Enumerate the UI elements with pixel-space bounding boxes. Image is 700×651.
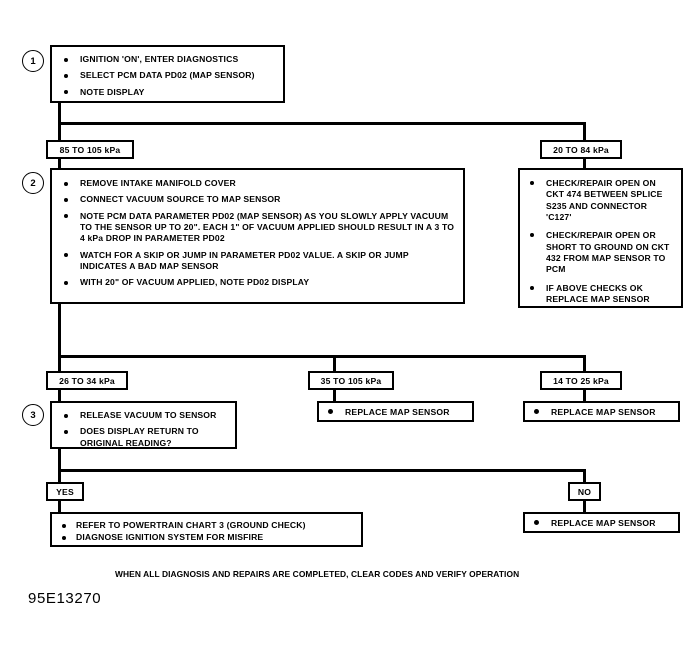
branch-tag-yes: YES — [46, 482, 84, 501]
step-number-2: 2 — [22, 172, 44, 194]
circuit-check-box: CHECK/REPAIR OPEN ON CKT 474 BETWEEN SPL… — [518, 168, 683, 308]
connector-level2-left-drop — [58, 355, 61, 372]
branch-tag-label: NO — [577, 486, 592, 497]
step-2-bullet: REMOVE INTAKE MANIFOLD COVER — [58, 178, 455, 189]
yes-outcome-box: REFER TO POWERTRAIN CHART 3 (GROUND CHEC… — [50, 512, 363, 547]
replace-map-sensor-label: REPLACE MAP SENSOR — [525, 518, 656, 528]
connector-to-step2 — [58, 157, 61, 171]
connector-to-yes-outcome — [58, 499, 61, 513]
document-id: 95E13270 — [28, 590, 102, 607]
step-1-bullet: NOTE DISPLAY — [58, 87, 277, 98]
branch-tag-label: 14 TO 25 kPa — [553, 375, 609, 386]
step-2-box: REMOVE INTAKE MANIFOLD COVER CONNECT VAC… — [50, 168, 465, 304]
branch-tag-label: YES — [56, 486, 74, 497]
connector-yes-drop — [58, 469, 61, 483]
replace-map-sensor-label: REPLACE MAP SENSOR — [525, 407, 656, 417]
step-number-1-label: 1 — [30, 55, 36, 67]
branch-tag-85-to-105-kpa: 85 TO 105 kPa — [46, 140, 134, 159]
branch-tag-35-to-105-kpa: 35 TO 105 kPa — [308, 371, 394, 390]
connector-level2-middle-drop — [333, 355, 336, 372]
step-1-box: IGNITION 'ON', ENTER DIAGNOSTICS SELECT … — [50, 45, 285, 103]
step-1-bullet: SELECT PCM DATA PD02 (MAP SENSOR) — [58, 70, 277, 81]
connector-step2-down — [58, 304, 61, 358]
replace-map-sensor-no-box: REPLACE MAP SENSOR — [523, 512, 680, 533]
branch-tag-26-to-34-kpa: 26 TO 34 kPa — [46, 371, 128, 390]
step-number-2-label: 2 — [30, 177, 36, 189]
step-2-bullet: WITH 20" OF VACUUM APPLIED, NOTE PD02 DI… — [58, 277, 455, 288]
replace-map-sensor-middle-box: REPLACE MAP SENSOR — [317, 401, 474, 422]
step-2-bullet: WATCH FOR A SKIP OR JUMP IN PARAMETER PD… — [58, 250, 455, 273]
circuit-check-bullet: IF ABOVE CHECKS OK REPLACE MAP SENSOR — [524, 283, 675, 306]
branch-tag-label: 85 TO 105 kPa — [59, 144, 121, 155]
step-1-bullet: IGNITION 'ON', ENTER DIAGNOSTICS — [58, 54, 277, 65]
connector-level1-left-drop — [58, 122, 61, 141]
branch-tag-14-to-25-kpa: 14 TO 25 kPa — [540, 371, 622, 390]
connector-level1-bus — [58, 122, 586, 125]
step-2-bullet-list: REMOVE INTAKE MANIFOLD COVER CONNECT VAC… — [58, 178, 455, 289]
connector-no-drop — [583, 469, 586, 483]
footer-note: WHEN ALL DIAGNOSIS AND REPAIRS ARE COMPL… — [115, 569, 520, 579]
circuit-check-bullet: CHECK/REPAIR OPEN OR SHORT TO GROUND ON … — [524, 230, 675, 275]
connector-to-circuit-checks — [583, 157, 586, 171]
step-2-bullet: NOTE PCM DATA PARAMETER PD02 (MAP SENSOR… — [58, 211, 455, 245]
branch-tag-label: 35 TO 105 kPa — [320, 375, 382, 386]
connector-level2-bus — [58, 355, 586, 358]
step-3-bullet: DOES DISPLAY RETURN TO ORIGINAL READING? — [58, 426, 229, 449]
circuit-check-bullet: CHECK/REPAIR OPEN ON CKT 474 BETWEEN SPL… — [524, 178, 675, 223]
step-3-bullet: RELEASE VACUUM TO SENSOR — [58, 410, 229, 421]
replace-map-sensor-right-box: REPLACE MAP SENSOR — [523, 401, 680, 422]
yes-outcome-bullet: DIAGNOSE IGNITION SYSTEM FOR MISFIRE — [56, 532, 355, 543]
step-3-bullet-list: RELEASE VACUUM TO SENSOR DOES DISPLAY RE… — [58, 410, 229, 449]
yes-outcome-bullet: REFER TO POWERTRAIN CHART 3 (GROUND CHEC… — [56, 520, 355, 531]
connector-to-replace-middle — [333, 388, 336, 402]
branch-tag-no: NO — [568, 482, 601, 501]
connector-step1-down — [58, 103, 61, 125]
connector-to-replace-no — [583, 499, 586, 513]
circuit-check-bullet-list: CHECK/REPAIR OPEN ON CKT 474 BETWEEN SPL… — [524, 178, 675, 305]
branch-tag-20-to-84-kpa: 20 TO 84 kPa — [540, 140, 622, 159]
connector-level1-right-drop — [583, 122, 586, 141]
connector-to-replace-right — [583, 388, 586, 402]
yes-outcome-bullet-list: REFER TO POWERTRAIN CHART 3 (GROUND CHEC… — [56, 520, 355, 544]
connector-level2-right-drop — [583, 355, 586, 372]
step-number-3: 3 — [22, 404, 44, 426]
branch-tag-label: 26 TO 34 kPa — [59, 375, 115, 386]
replace-map-sensor-label: REPLACE MAP SENSOR — [319, 407, 450, 417]
connector-yesno-bus — [58, 469, 586, 472]
step-number-1: 1 — [22, 50, 44, 72]
step-3-box: RELEASE VACUUM TO SENSOR DOES DISPLAY RE… — [50, 401, 237, 449]
branch-tag-label: 20 TO 84 kPa — [553, 144, 609, 155]
connector-to-step3 — [58, 388, 61, 402]
step-number-3-label: 3 — [30, 409, 36, 421]
step-1-bullet-list: IGNITION 'ON', ENTER DIAGNOSTICS SELECT … — [58, 54, 277, 98]
step-2-bullet: CONNECT VACUUM SOURCE TO MAP SENSOR — [58, 194, 455, 205]
connector-step3-down — [58, 449, 61, 472]
